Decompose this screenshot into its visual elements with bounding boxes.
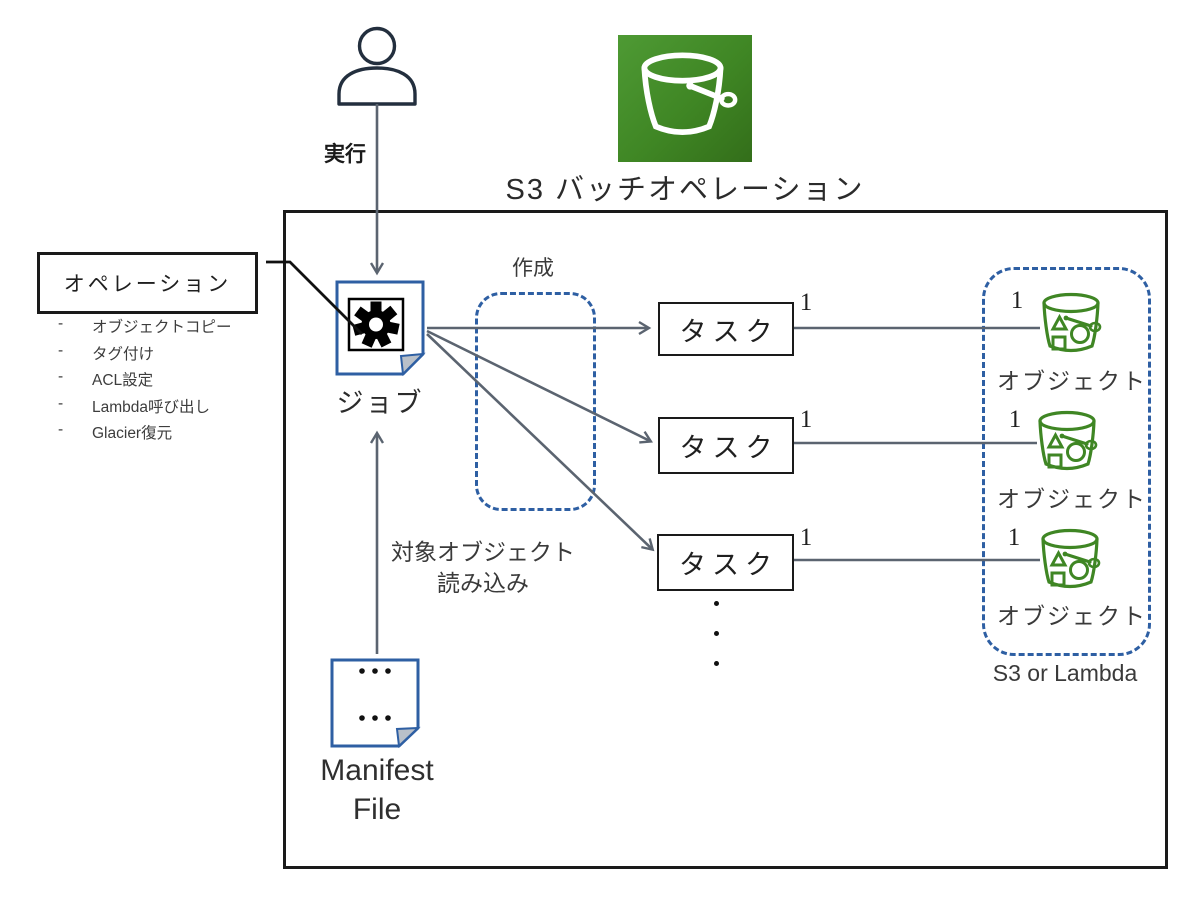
operation-item: - Glacier復元: [58, 421, 288, 443]
task-label: タスク: [679, 316, 779, 347]
document-dots-icon: [329, 657, 421, 749]
bullet: -: [58, 421, 64, 438]
operation-item: - ACL設定: [58, 368, 288, 390]
operation-panel-title: オペレーション: [37, 252, 258, 314]
task-count: 1: [799, 524, 813, 551]
object-count: 1: [1008, 406, 1022, 433]
operation-item: - Lambda呼び出し: [58, 395, 288, 417]
ellipsis-dot: [714, 661, 719, 666]
object-label: オブジェクト: [997, 603, 1147, 629]
task-count: 1: [799, 406, 813, 433]
bullet: -: [58, 394, 64, 412]
s3-bucket-objects-icon: [1040, 291, 1104, 359]
service-title: S3 バッチオペレーション: [505, 174, 865, 206]
execute-label: 実行: [324, 143, 366, 166]
operation-item-label: タグ付け: [92, 345, 155, 363]
ellipsis-dot: [714, 601, 719, 606]
operation-item-label: Glacier復元: [92, 425, 173, 442]
object-label: オブジェクト: [997, 486, 1147, 512]
manifest-label-line1: Manifest: [320, 754, 434, 787]
bullet: -: [58, 368, 64, 385]
s3-bucket-icon: [618, 35, 752, 162]
operation-item-label: ACL設定: [92, 372, 154, 389]
read-label-line1: 対象オブジェクト: [391, 539, 575, 565]
task-box: タスク: [657, 534, 794, 591]
read-objects-label: 対象オブジェクト 読み込み: [378, 537, 588, 599]
targets-dashed-group: [982, 267, 1151, 656]
object-label: オブジェクト: [997, 368, 1147, 394]
manifest-label-line2: File: [352, 793, 402, 826]
targets-group-label: S3 or Lambda: [992, 660, 1138, 686]
object-count: 1: [1007, 524, 1021, 551]
object-count: 1: [1010, 287, 1024, 314]
user-icon: [330, 26, 425, 106]
operation-list: - オブジェクトコピー - タグ付け - ACL設定 - Lambda呼び出し …: [58, 315, 288, 443]
task-label: タスク: [679, 550, 778, 580]
operation-item: - タグ付け: [58, 342, 288, 364]
diagram-frame: [283, 210, 1168, 869]
bullet: -: [58, 315, 64, 332]
task-box: タスク: [658, 417, 794, 474]
document-gear-icon: [334, 279, 426, 377]
read-label-line2: 読み込み: [437, 570, 529, 596]
create-dashed-group: [475, 292, 596, 511]
job-label: ジョブ: [336, 388, 424, 418]
manifest-file-label: Manifest File: [302, 751, 452, 829]
s3-bucket-objects-icon: [1036, 409, 1100, 477]
s3-bucket-objects-icon: [1039, 527, 1103, 595]
ellipsis-dot: [714, 631, 719, 636]
operation-item-label: Lambda呼び出し: [92, 398, 211, 416]
task-box: タスク: [658, 302, 794, 356]
operation-item: - オブジェクトコピー: [58, 315, 288, 337]
operation-item-label: オブジェクトコピー: [92, 319, 232, 336]
bullet: -: [58, 341, 64, 359]
task-label: タスク: [679, 433, 779, 463]
task-count: 1: [799, 289, 813, 316]
create-label: 作成: [512, 257, 554, 280]
